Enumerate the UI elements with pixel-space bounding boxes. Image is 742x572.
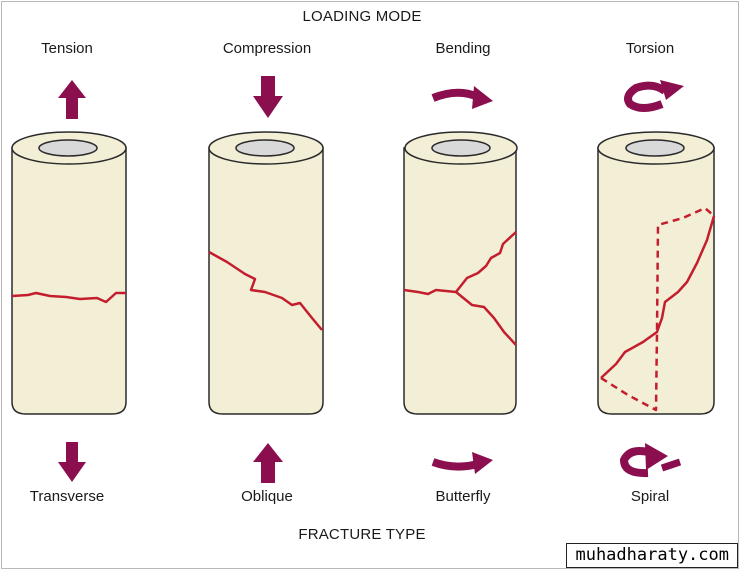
arrow-down-icon xyxy=(253,76,283,118)
fracture-line xyxy=(600,215,716,379)
watermark: muhadharaty.com xyxy=(566,543,738,568)
fracture-label-oblique: Oblique xyxy=(241,488,293,505)
fracture-line xyxy=(11,291,126,304)
fracture-label-spiral: Spiral xyxy=(631,488,669,505)
bone-tension xyxy=(11,131,127,415)
rotation-arrow-icon xyxy=(619,443,682,478)
fracture-line-dashed xyxy=(600,206,715,412)
loading-mode-heading: LOADING MODE xyxy=(302,8,421,25)
arrow-up-icon xyxy=(58,80,86,119)
loading-label-compression: Compression xyxy=(223,40,311,57)
loading-label-torsion: Torsion xyxy=(626,40,674,57)
curved-arrow-right-icon xyxy=(431,452,493,474)
rotation-arrow-icon xyxy=(624,80,684,112)
fracture-type-heading: FRACTURE TYPE xyxy=(298,526,425,543)
arrow-up-icon xyxy=(253,443,283,483)
loading-label-bending: Bending xyxy=(435,40,490,57)
bone-torsion xyxy=(597,131,716,415)
fracture-label-transverse: Transverse xyxy=(30,488,104,505)
fracture-line xyxy=(455,291,517,346)
curved-arrow-right-icon xyxy=(431,86,493,109)
bone-bending xyxy=(403,131,518,415)
fracture-label-butterfly: Butterfly xyxy=(435,488,491,505)
arrow-down-icon xyxy=(58,442,86,482)
fracture-line xyxy=(208,250,323,331)
fracture-line xyxy=(455,231,517,293)
bone-compression xyxy=(208,131,324,415)
loading-label-tension: Tension xyxy=(41,40,93,57)
fracture-line xyxy=(403,288,457,296)
